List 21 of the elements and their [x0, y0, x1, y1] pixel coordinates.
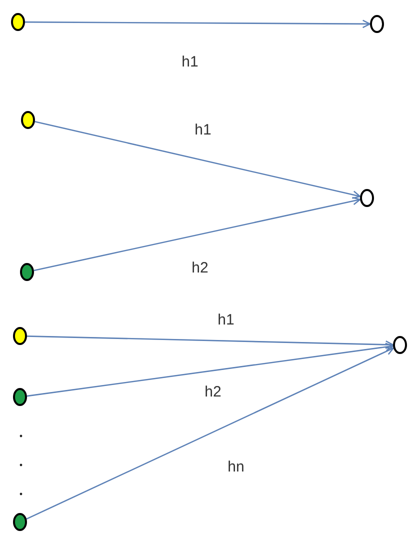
- arrow: [25, 20, 371, 28]
- arrow: [34, 196, 361, 272]
- node-circle: [370, 15, 384, 33]
- node-circle: [11, 13, 25, 31]
- edge-label: h1: [180, 54, 200, 70]
- edge-label: hn: [226, 460, 246, 474]
- node-circle: [393, 336, 407, 354]
- edge-label: h1: [192, 122, 214, 138]
- arrow: [26, 336, 394, 349]
- edge-label: h2: [202, 384, 224, 400]
- node-circle: [13, 388, 27, 406]
- node-circle: [13, 513, 27, 531]
- arrow: [26, 342, 394, 397]
- arrow: [34, 120, 361, 199]
- arrow: [26, 347, 394, 520]
- node-circle: [21, 111, 35, 129]
- node-circle: [20, 263, 34, 281]
- edge-label: h2: [190, 260, 210, 276]
- node-circle: [360, 189, 374, 207]
- node-circle: [13, 327, 27, 345]
- edge-label: h1: [216, 312, 236, 328]
